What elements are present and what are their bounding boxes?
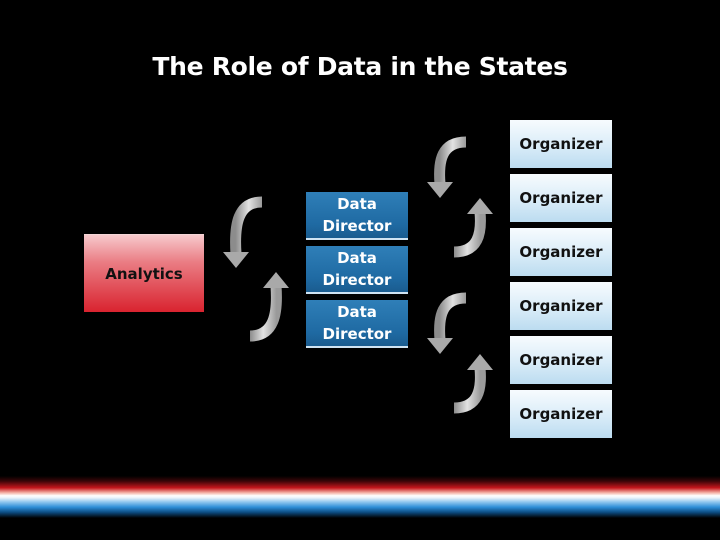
organizer-box: Organizer [510, 390, 612, 438]
data-director-line1: Data [337, 249, 377, 267]
slide-title: The Role of Data in the States [152, 52, 568, 81]
organizer-label: Organizer [519, 135, 603, 153]
cycle-arrows-icon [223, 196, 289, 342]
organizer-box: Organizer [510, 120, 612, 168]
data-director-line1: Data [337, 195, 377, 213]
organizer-label: Organizer [519, 297, 603, 315]
organizer-label: Organizer [519, 351, 603, 369]
cycle-arrows-icon [427, 136, 493, 258]
organizer-box: Organizer [510, 336, 612, 384]
organizer-box: Organizer [510, 174, 612, 222]
organizer-box: Organizer [510, 228, 612, 276]
data-director-line2: Director [322, 217, 392, 235]
cycle-arrows-icon [427, 292, 493, 414]
data-director-line2: Director [322, 325, 392, 343]
data-director-box: Data Director [306, 246, 408, 294]
data-director-line2: Director [322, 271, 392, 289]
data-director-line1: Data [337, 303, 377, 321]
analytics-label: Analytics [105, 264, 183, 283]
organizer-label: Organizer [519, 405, 603, 423]
data-director-box: Data Director [306, 300, 408, 348]
data-director-box: Data Director [306, 192, 408, 240]
organizer-label: Organizer [519, 189, 603, 207]
decorative-stripe [0, 476, 720, 518]
organizer-label: Organizer [519, 243, 603, 261]
organizer-box: Organizer [510, 282, 612, 330]
analytics-box: Analytics [84, 234, 204, 312]
